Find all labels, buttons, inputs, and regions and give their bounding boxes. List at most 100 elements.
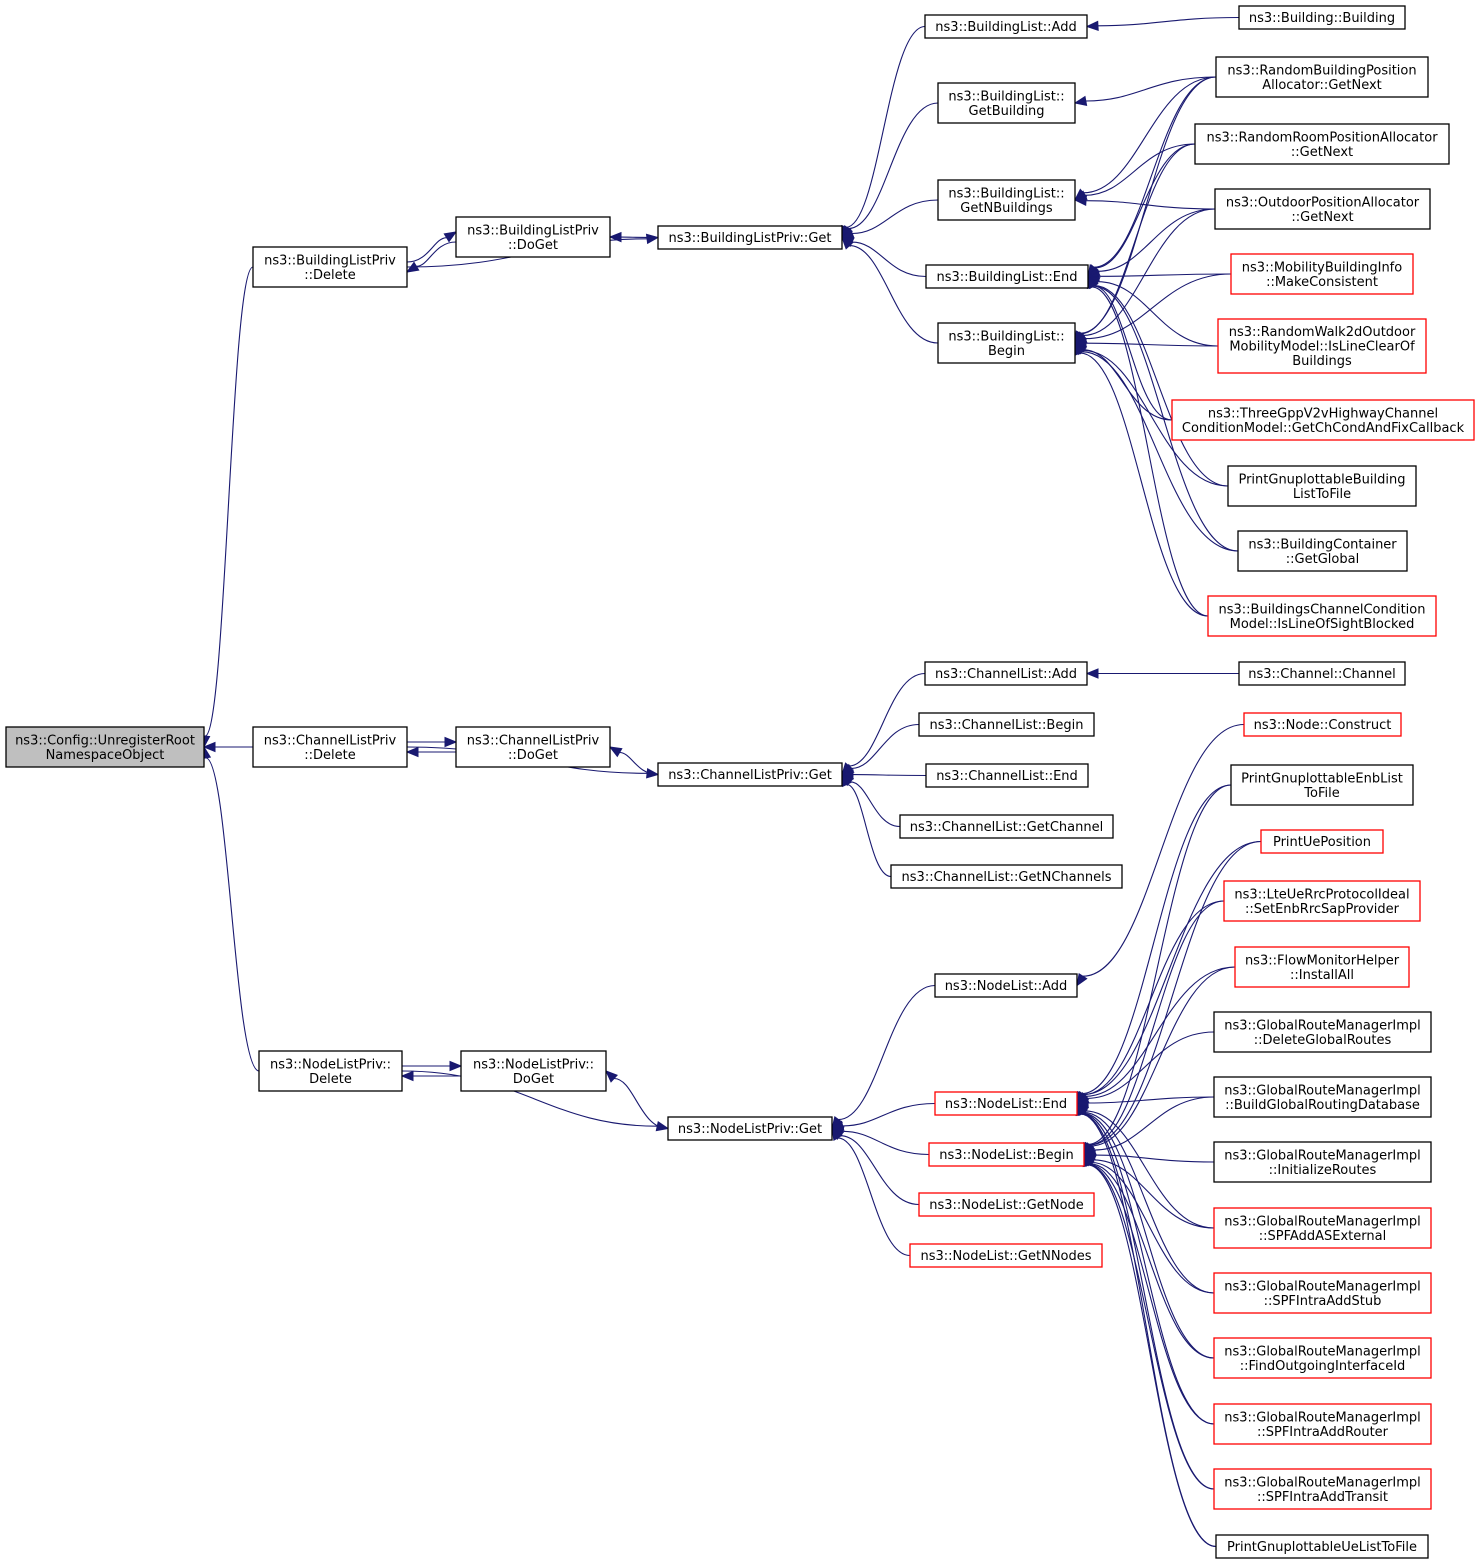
node-box xyxy=(455,216,611,258)
node-blp_del[interactable]: ns3::BuildingListPriv::Delete xyxy=(252,246,408,288)
edge-rrpa-to-bl_end xyxy=(1094,143,1196,269)
node-label: ns3::BuildingList:: xyxy=(948,89,1064,104)
edge-cl_getc-to-clp_get xyxy=(850,781,901,828)
node-box xyxy=(1238,661,1406,686)
arrowhead-clp_get xyxy=(646,768,660,779)
node-lte[interactable]: ns3::LteUeRrcProtocolIdeal::SetEnbRrcSap… xyxy=(1223,880,1421,922)
arrowhead-blp_get xyxy=(645,233,660,245)
node-clp_doget[interactable]: ns3::ChannelListPriv::DoGet xyxy=(455,726,611,768)
node-label: ::SetEnbRrcSapProvider xyxy=(1245,902,1400,917)
node-nlp_get[interactable]: ns3::NodeListPriv::Get xyxy=(667,1116,833,1141)
arrowhead-nlp_get xyxy=(831,1127,843,1142)
node-bl_add[interactable]: ns3::BuildingList::Add xyxy=(924,14,1088,39)
node-grm_build[interactable]: ns3::GlobalRouteManagerImpl::BuildGlobal… xyxy=(1213,1076,1432,1118)
node-rw2d[interactable]: ns3::RandomWalk2dOutdoorMobilityModel::I… xyxy=(1217,318,1427,374)
node-cl_getc[interactable]: ns3::ChannelList::GetChannel xyxy=(899,814,1114,839)
edge-rbpa-to-bl_getn xyxy=(1083,76,1217,194)
node-channel[interactable]: ns3::Channel::Channel xyxy=(1238,661,1406,686)
node-cl_begin[interactable]: ns3::ChannelList::Begin xyxy=(918,712,1095,737)
arrowhead-nl_add xyxy=(1076,972,1088,987)
node-label: ns3::NodeListPriv:: xyxy=(270,1057,391,1072)
edge-tgpp-to-bl_end xyxy=(1093,285,1173,421)
node-grm_transit[interactable]: ns3::GlobalRouteManagerImpl::SPFIntraAdd… xyxy=(1213,1468,1432,1510)
node-grm_stub[interactable]: ns3::GlobalRouteManagerImpl::SPFIntraAdd… xyxy=(1213,1272,1432,1314)
node-blp_get[interactable]: ns3::BuildingListPriv::Get xyxy=(657,225,843,250)
edge-pgbl-to-bl_end xyxy=(1094,285,1229,487)
node-label: ns3::NodeList::Begin xyxy=(939,1148,1073,1163)
node-label: ns3::FlowMonitorHelper xyxy=(1245,953,1400,968)
node-bccm[interactable]: ns3::BuildingsChannelConditionModel::IsL… xyxy=(1207,595,1437,637)
node-nl_getnn[interactable]: ns3::NodeList::GetNNodes xyxy=(909,1243,1103,1268)
node-label: ns3::NodeList::GetNNodes xyxy=(920,1249,1091,1264)
node-grm_find[interactable]: ns3::GlobalRouteManagerImpl::FindOutgoin… xyxy=(1213,1337,1432,1379)
edge-nlp_get-to-nlp_doget xyxy=(614,1077,669,1130)
node-label: ::Delete xyxy=(304,748,355,763)
node-bl_end[interactable]: ns3::BuildingList::End xyxy=(925,264,1089,289)
node-label: ns3::RandomWalk2dOutdoor xyxy=(1229,325,1416,340)
node-grm_init[interactable]: ns3::GlobalRouteManagerImpl::InitializeR… xyxy=(1213,1141,1432,1183)
node-blp_doget[interactable]: ns3::BuildingListPriv::DoGet xyxy=(455,216,611,258)
arrowhead-clp_doget xyxy=(608,746,623,758)
edge-bl_getn-to-blp_get xyxy=(852,199,939,235)
node-nl_add[interactable]: ns3::NodeList::Add xyxy=(934,973,1078,998)
nodes-layer: ns3::Config::UnregisterRootNamespaceObje… xyxy=(5,5,1475,1559)
edge-lte-to-nl_end xyxy=(1083,900,1225,1096)
arrowhead-bl_getb xyxy=(1073,95,1088,107)
node-node_construct[interactable]: ns3::Node::Construct xyxy=(1243,712,1402,737)
node-label: ns3::BuildingListPriv xyxy=(264,253,396,268)
edge-nlp_del-to-root xyxy=(205,757,260,1072)
node-label: ns3::ChannelList::Begin xyxy=(930,718,1084,733)
node-label: ns3::ThreeGppV2vHighwayChannel xyxy=(1208,406,1438,421)
arrowhead-nlp_doget xyxy=(605,1070,618,1083)
node-label: ::GetNext xyxy=(1291,145,1353,160)
node-grm_spfase[interactable]: ns3::GlobalRouteManagerImpl::SPFAddASExt… xyxy=(1213,1207,1432,1249)
node-nl_end[interactable]: ns3::NodeList::End xyxy=(934,1091,1078,1116)
arrowhead-blp_doget xyxy=(608,231,622,243)
edge-grm_spfase-to-nl_end xyxy=(1085,1110,1215,1229)
node-label: ::BuildGlobalRoutingDatabase xyxy=(1225,1098,1420,1113)
node-clp_get[interactable]: ns3::ChannelListPriv::Get xyxy=(657,762,843,787)
node-building[interactable]: ns3::Building::Building xyxy=(1238,5,1406,30)
node-grm_router[interactable]: ns3::GlobalRouteManagerImpl::SPFIntraAdd… xyxy=(1213,1403,1432,1445)
node-label: ::FindOutgoingInterfaceId xyxy=(1240,1359,1406,1374)
node-clp_del[interactable]: ns3::ChannelListPriv::Delete xyxy=(252,726,408,768)
node-bl_getn[interactable]: ns3::BuildingList::GetNBuildings xyxy=(937,179,1076,221)
node-label: ns3::Building::Building xyxy=(1249,11,1395,26)
arrowhead-nlp_doget xyxy=(449,1060,463,1072)
node-nlp_doget[interactable]: ns3::NodeListPriv::DoGet xyxy=(460,1050,607,1092)
edge-rbpa-to-bl_getb xyxy=(1085,76,1217,102)
node-label: ns3::GlobalRouteManagerImpl xyxy=(1224,1214,1421,1229)
node-nl_begin[interactable]: ns3::NodeList::Begin xyxy=(928,1142,1085,1167)
node-cl_end[interactable]: ns3::ChannelList::End xyxy=(925,763,1089,788)
node-rbpa[interactable]: ns3::RandomBuildingPositionAllocator::Ge… xyxy=(1215,56,1429,98)
edge-blp_del-to-blp_doget xyxy=(406,237,447,263)
node-bl_getb[interactable]: ns3::BuildingList::GetBuilding xyxy=(937,82,1076,124)
node-label: DoGet xyxy=(513,1072,554,1087)
edge-nl_getnode-to-nlp_get xyxy=(840,1135,920,1206)
node-label: ns3::RandomBuildingPosition xyxy=(1227,63,1416,78)
node-tgpp[interactable]: ns3::ThreeGppV2vHighwayChannelConditionM… xyxy=(1171,399,1475,441)
node-label: ns3::GlobalRouteManagerImpl xyxy=(1224,1083,1421,1098)
edge-grm_transit-to-nl_begin xyxy=(1087,1164,1215,1490)
node-box xyxy=(909,1243,1103,1268)
node-pue[interactable]: PrintUePosition xyxy=(1260,829,1384,854)
node-cl_add[interactable]: ns3::ChannelList::Add xyxy=(924,661,1088,686)
node-mbi[interactable]: ns3::MobilityBuildingInfo::MakeConsisten… xyxy=(1230,253,1414,295)
node-bcont[interactable]: ns3::BuildingContainer::GetGlobal xyxy=(1237,530,1408,572)
node-bl_begin[interactable]: ns3::BuildingList::Begin xyxy=(937,322,1076,364)
node-cl_getn[interactable]: ns3::ChannelList::GetNChannels xyxy=(890,864,1123,889)
edge-nl_begin-to-nlp_get xyxy=(842,1130,930,1156)
node-nlp_del[interactable]: ns3::NodeListPriv::Delete xyxy=(258,1050,403,1092)
node-box xyxy=(890,864,1123,889)
arrowhead-bl_add xyxy=(1085,20,1099,32)
node-label: ::DeleteGlobalRoutes xyxy=(1254,1033,1392,1048)
node-grm_del[interactable]: ns3::GlobalRouteManagerImpl::DeleteGloba… xyxy=(1213,1011,1432,1053)
node-opa[interactable]: ns3::OutdoorPositionAllocator::GetNext xyxy=(1214,188,1431,230)
node-nl_getnode[interactable]: ns3::NodeList::GetNode xyxy=(918,1192,1095,1217)
node-pgue[interactable]: PrintGnuplottableUeListToFile xyxy=(1215,1534,1429,1559)
node-fmh[interactable]: ns3::FlowMonitorHelper::InstallAll xyxy=(1234,946,1410,988)
node-rrpa[interactable]: ns3::RandomRoomPositionAllocator::GetNex… xyxy=(1194,123,1450,165)
